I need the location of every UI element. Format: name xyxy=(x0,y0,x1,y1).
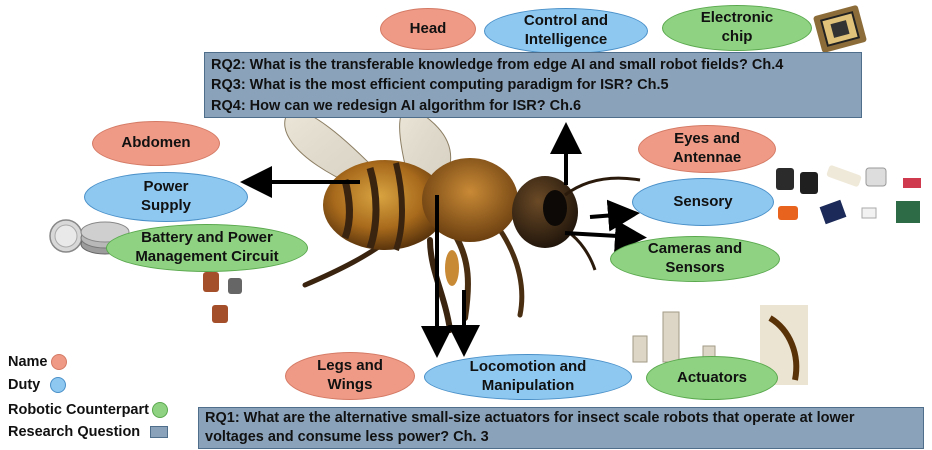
power-supply-oval: Power Supply xyxy=(84,172,248,222)
legend-name: Name xyxy=(8,354,67,370)
power-supply-label: Power Supply xyxy=(141,178,191,216)
electronic-chip-oval: Electronic chip xyxy=(662,5,812,51)
research-question-box-bottom: RQ1: What are the alternative small-size… xyxy=(198,407,924,449)
legend-rq-swatch xyxy=(150,426,168,438)
legend-duty-label: Duty xyxy=(8,377,40,393)
legend-robotic-label: Robotic Counterpart xyxy=(8,402,149,418)
locomotion-manipulation-label: Locomotion and Manipulation xyxy=(470,358,587,396)
head-oval: Head xyxy=(380,8,476,50)
cameras-sensors-oval: Cameras and Sensors xyxy=(610,236,780,282)
legend-duty: Duty xyxy=(8,377,66,393)
cameras-sensors-label: Cameras and Sensors xyxy=(648,240,742,278)
legend-name-label: Name xyxy=(8,354,48,370)
rq1-text-line1: RQ1: What are the alternative small-size… xyxy=(205,409,917,428)
control-intelligence-label: Control and Intelligence xyxy=(524,12,608,50)
legend-duty-swatch xyxy=(50,377,66,393)
rq4-text: RQ4: How can we redesign AI algorithm fo… xyxy=(211,96,855,116)
actuators-label: Actuators xyxy=(677,369,747,388)
control-intelligence-oval: Control and Intelligence xyxy=(484,8,648,54)
actuators-oval: Actuators xyxy=(646,356,778,400)
legend-name-swatch xyxy=(51,354,67,370)
legend-robotic-swatch xyxy=(152,402,168,418)
research-question-box-top: RQ2: What is the transferable knowledge … xyxy=(204,52,862,118)
eyes-antennae-label: Eyes and Antennae xyxy=(673,130,741,168)
locomotion-manipulation-oval: Locomotion and Manipulation xyxy=(424,354,632,400)
sensory-label: Sensory xyxy=(673,193,732,212)
sensory-oval: Sensory xyxy=(632,178,774,226)
abdomen-oval: Abdomen xyxy=(92,121,220,166)
battery-power-oval: Battery and Power Management Circuit xyxy=(106,224,308,272)
electronic-chip-label: Electronic chip xyxy=(701,9,774,47)
rq1-text-line2: voltages and consume less power? Ch. 3 xyxy=(205,428,917,447)
legs-wings-oval: Legs and Wings xyxy=(285,352,415,400)
head-label: Head xyxy=(410,20,447,39)
sensor-icons xyxy=(776,165,921,225)
legend-rq-label: Research Question xyxy=(8,424,140,440)
legend-robotic: Robotic Counterpart xyxy=(8,402,168,418)
inductor-icon xyxy=(203,272,242,323)
chip-icon xyxy=(813,5,867,54)
abdomen-label: Abdomen xyxy=(121,134,190,153)
rq3-text: RQ3: What is the most efficient computin… xyxy=(211,75,855,95)
rq2-text: RQ2: What is the transferable knowledge … xyxy=(211,55,855,75)
battery-power-label: Battery and Power Management Circuit xyxy=(135,229,278,267)
legend-rq: Research Question xyxy=(8,424,168,440)
eyes-antennae-oval: Eyes and Antennae xyxy=(638,125,776,173)
legs-wings-label: Legs and Wings xyxy=(317,357,383,395)
